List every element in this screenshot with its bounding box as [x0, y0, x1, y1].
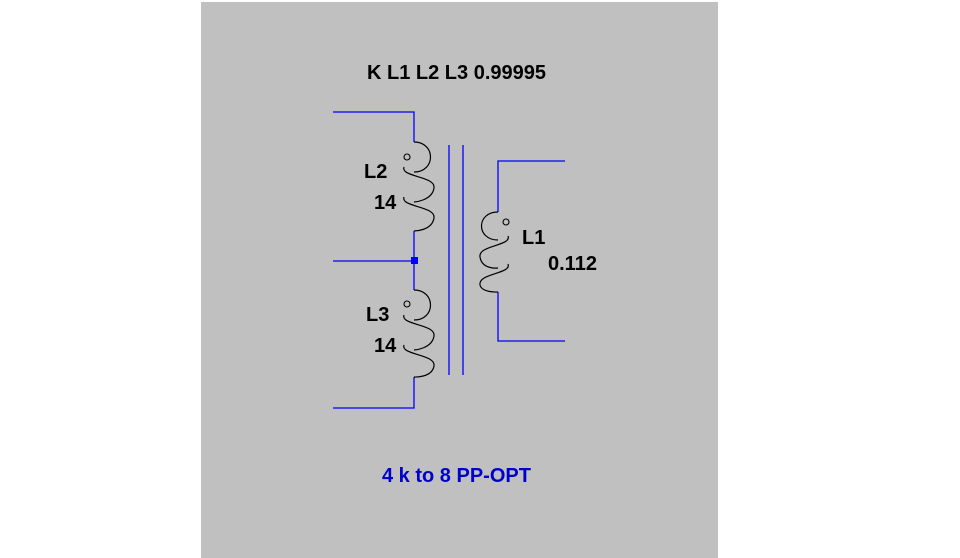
wire-top-right[interactable] — [497, 160, 565, 212]
inductor-l1[interactable] — [479, 211, 510, 293]
coupling-directive[interactable]: K L1 L2 L3 0.99995 — [367, 62, 546, 84]
inductor-l2-phase-dot — [403, 153, 411, 161]
inductor-l2[interactable] — [403, 141, 435, 232]
wire-top-left[interactable] — [333, 111, 415, 142]
schematic-caption[interactable]: 4 k to 8 PP-OPT — [382, 465, 531, 487]
transformer-core — [448, 145, 464, 375]
inductor-l1-phase-dot — [502, 218, 510, 226]
inductor-l3[interactable] — [403, 289, 435, 378]
inductor-l2-coil — [403, 141, 435, 232]
secondary-wiring — [497, 160, 565, 342]
wire-bottom-right[interactable] — [497, 292, 565, 342]
inductor-l3-value[interactable]: 14 — [374, 335, 397, 357]
schematic-canvas[interactable] — [201, 2, 718, 558]
junction-node[interactable] — [411, 257, 418, 264]
inductor-l3-coil — [403, 289, 435, 378]
inductor-l2-value[interactable]: 14 — [374, 192, 397, 214]
inductor-l2-ref[interactable]: L2 — [364, 161, 387, 183]
inductor-l1-coil — [479, 211, 509, 293]
inductor-l1-value[interactable]: 0.112 — [548, 253, 597, 275]
inductor-l1-ref[interactable]: L1 — [522, 227, 545, 249]
inductor-l3-ref[interactable]: L3 — [366, 304, 389, 326]
wire-bottom-left[interactable] — [333, 377, 415, 409]
primary-wiring — [333, 111, 418, 409]
inductor-l3-phase-dot — [403, 300, 411, 308]
